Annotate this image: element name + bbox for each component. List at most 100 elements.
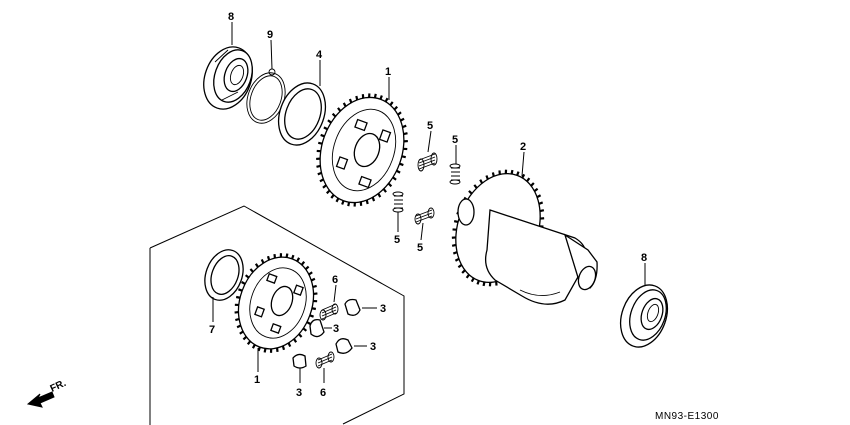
gear-tooth	[306, 321, 311, 325]
gear-tooth	[401, 155, 406, 159]
damper-4	[292, 353, 307, 369]
gear-tooth	[371, 196, 376, 202]
gear-tooth	[302, 327, 308, 332]
gear-tooth	[298, 333, 303, 338]
label-part-5-a: 5	[427, 120, 433, 132]
shim-lower	[204, 249, 244, 301]
label-part-7: 7	[209, 324, 215, 336]
gear-tooth	[461, 269, 466, 274]
gear-tooth	[318, 141, 323, 145]
balancer-shaft	[451, 169, 598, 305]
gear-tooth	[260, 258, 265, 264]
gear-tooth	[536, 194, 542, 199]
label-part-3-b: 3	[333, 323, 339, 335]
label-part-1-top: 1	[385, 66, 391, 78]
bearing-top	[203, 46, 253, 110]
gear-tooth	[311, 307, 317, 311]
label-part-8-right: 8	[641, 252, 647, 264]
gear-tooth	[285, 253, 289, 258]
gear-tooth	[479, 179, 484, 184]
gear-tooth	[468, 190, 473, 195]
gear-tooth	[533, 187, 539, 193]
gear-tooth	[399, 162, 404, 167]
gear-tooth	[539, 209, 545, 213]
gear-tooth	[485, 175, 489, 180]
gear-tooth	[235, 317, 240, 322]
gear-tooth	[379, 95, 383, 100]
gear-tooth	[342, 102, 347, 107]
gear-tooth	[323, 126, 328, 131]
gear-tooth	[236, 324, 242, 329]
damper-2	[309, 318, 325, 338]
gear-tooth	[530, 182, 535, 187]
gear-tooth	[335, 197, 340, 203]
damper-3	[335, 338, 353, 354]
part-labels: 8 9 4 1 5 5 5 5 2 8 7 1 6 6 3 3 3 3	[209, 11, 647, 399]
gear-tooth	[266, 255, 271, 261]
gear-tooth	[465, 273, 470, 279]
gear-tooth	[482, 281, 486, 287]
gear-tooth	[470, 277, 475, 283]
gear-tooth	[348, 98, 353, 104]
label-part-6-top: 6	[332, 274, 338, 286]
spring-3	[392, 191, 404, 213]
gear-tooth	[373, 93, 377, 99]
gear-tooth	[257, 346, 261, 352]
bearing-right	[619, 284, 669, 348]
gear-tooth	[291, 254, 295, 260]
gear-tooth	[327, 119, 332, 124]
label-part-8-top: 8	[228, 11, 234, 23]
gear-tooth	[454, 257, 460, 262]
front-label: FR.	[49, 378, 68, 395]
gear-tooth	[246, 340, 252, 346]
shim	[277, 82, 327, 146]
gear-tooth	[263, 348, 267, 353]
gear-tooth	[402, 124, 407, 129]
gear-tooth	[322, 184, 327, 189]
gear-tooth	[400, 117, 405, 122]
gear-tooth	[325, 189, 331, 195]
spring-small-bottom	[315, 351, 335, 369]
gear-tooth	[308, 271, 313, 276]
spring-1	[417, 152, 438, 172]
damper-1	[344, 298, 361, 316]
gear-tooth	[453, 220, 459, 224]
label-part-5-b: 5	[452, 134, 458, 146]
label-part-1-bottom: 1	[254, 374, 260, 386]
gear-tooth	[341, 200, 345, 205]
gear-tooth	[251, 344, 256, 349]
gear-tooth	[389, 101, 394, 106]
gear-tooth	[239, 330, 244, 335]
gear-tooth	[538, 201, 544, 205]
leader-lines	[212, 22, 646, 383]
gear-tooth	[320, 133, 325, 138]
front-indicator: FR.	[26, 378, 68, 408]
label-part-3-c: 3	[370, 341, 376, 353]
gear-tooth	[510, 169, 514, 175]
gear-tooth	[392, 176, 397, 181]
gear-tooth	[281, 345, 286, 351]
gear-tooth	[296, 257, 301, 262]
gear-tooth	[330, 194, 335, 199]
label-part-6-bottom: 6	[320, 387, 326, 399]
gear-tooth	[319, 178, 324, 183]
spring-small-top	[319, 303, 339, 321]
gear-tooth	[293, 338, 298, 343]
gear-tooth	[347, 201, 351, 207]
gear-tooth	[384, 97, 389, 103]
label-part-4: 4	[316, 49, 323, 61]
gear-tooth	[397, 111, 402, 116]
gear-tooth	[304, 265, 310, 271]
gear-tooth	[377, 193, 382, 198]
spring-4	[414, 207, 435, 225]
spring-2	[449, 163, 461, 185]
gear-tooth	[337, 107, 342, 112]
gear-tooth	[396, 169, 401, 174]
gear-tooth	[317, 171, 322, 176]
gear-tooth	[312, 284, 317, 289]
gear-tooth	[491, 172, 495, 177]
label-part-5-c: 5	[394, 234, 400, 246]
gear-tooth	[242, 335, 248, 341]
